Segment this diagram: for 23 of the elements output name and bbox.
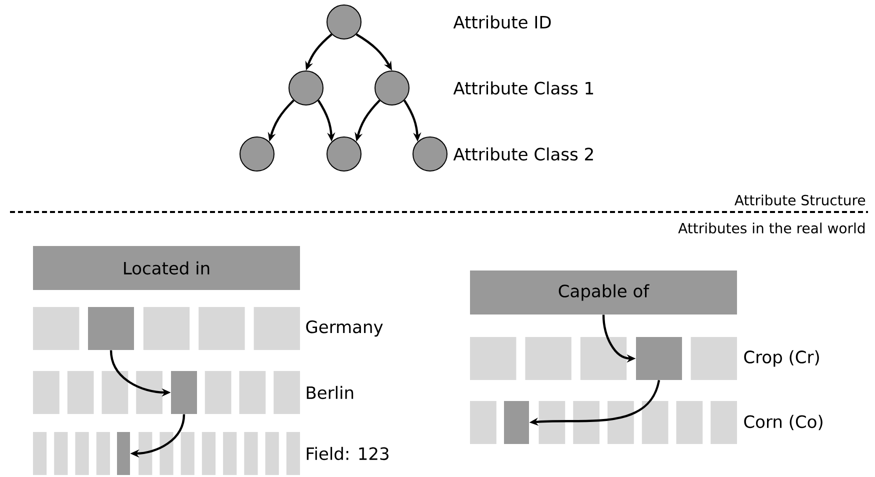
label: Attribute Structure — [734, 194, 866, 206]
relation-bar: Capable of — [470, 270, 737, 314]
highlighted-cell — [504, 401, 529, 444]
tree-node — [374, 70, 410, 106]
tree-node — [288, 70, 324, 106]
label: Berlin — [306, 386, 354, 400]
label: Germany — [306, 320, 383, 337]
label: Attribute Class 2 — [453, 147, 593, 161]
tree-node — [412, 136, 448, 172]
label: Corn (Co) — [744, 414, 822, 430]
label: Attributes in the real world — [678, 222, 865, 234]
label: Attribute Class 1 — [453, 81, 594, 95]
highlighted-cell — [171, 371, 197, 414]
relation-bar: Located in — [33, 246, 300, 290]
tree-node — [326, 136, 362, 172]
label: Crop (Cr) — [744, 350, 819, 367]
highlighted-cell — [117, 432, 130, 475]
label: Field: 123 — [306, 446, 388, 460]
highlighted-cell — [636, 337, 682, 380]
label: Attribute ID — [453, 15, 551, 29]
tree-node — [240, 136, 274, 172]
tree-node — [326, 4, 362, 40]
highlighted-cell — [88, 307, 134, 350]
